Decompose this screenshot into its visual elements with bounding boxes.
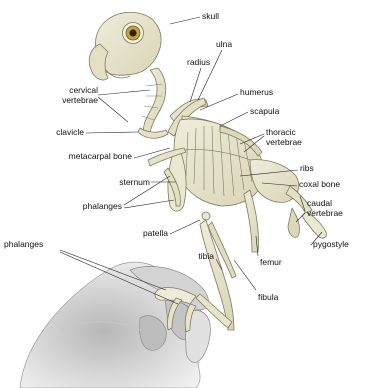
beak-bone [89,44,108,80]
label-coxal-bone: coxal bone [299,180,340,190]
label-pygostyle: pygostyle [313,240,349,250]
label-skull: skull [202,12,219,22]
label-metacarpal-bone: metacarpal bone [44,152,132,162]
label-ulna: ulna [216,40,232,50]
skull-bone [95,12,161,75]
label-thoracic-vertebrae: thoracic vertebrae [266,128,302,147]
label-scapula: scapula [250,107,279,117]
label-radius: radius [187,58,210,68]
label-patella: patella [120,229,168,239]
label-tibia: tibia [170,252,214,262]
label-sternum: sternum [90,178,150,188]
hand-illustration [20,262,210,388]
label-caudal-vertebrae: caudal vertebrae [307,199,343,218]
label-femur: femur [260,258,282,268]
label-ribs: ribs [300,164,314,174]
label-fibula: fibula [258,293,278,303]
patella-bone [202,212,210,220]
label-phalanges-wing: phalanges [64,202,122,212]
femur-bone [244,190,259,252]
cervical-vertebrae-bone [143,68,165,136]
label-cervical-vertebrae: cervical vertebrae [44,86,98,105]
label-phalanges-foot: phalanges [4,240,43,250]
label-humerus: humerus [240,88,273,98]
clavicle-bone [138,128,168,138]
label-clavicle: clavicle [30,128,84,138]
